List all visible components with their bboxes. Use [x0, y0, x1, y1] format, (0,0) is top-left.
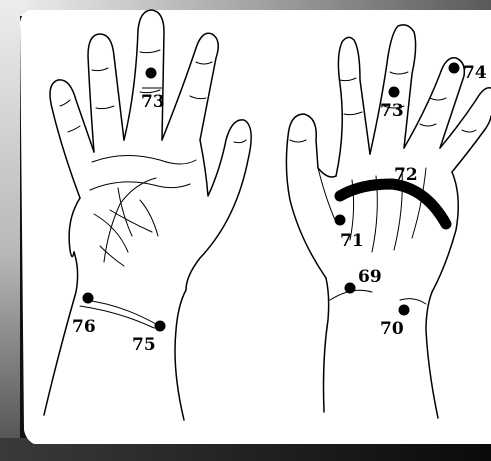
label-76: 76 [72, 317, 96, 337]
label-73-right: 73 [380, 101, 404, 121]
label-75: 75 [132, 335, 156, 355]
label-71: 71 [340, 231, 364, 251]
label-69: 69 [358, 267, 382, 287]
point-69-dot [345, 283, 356, 294]
point-74-dot [449, 63, 460, 74]
label-74: 74 [463, 63, 487, 83]
point-73-right-dot [389, 87, 400, 98]
point-71-dot [335, 215, 346, 226]
label-72: 72 [394, 165, 418, 185]
label-73-left: 73 [141, 92, 165, 112]
point-73-left-dot [146, 68, 157, 79]
point-76-dot [83, 293, 94, 304]
label-70: 70 [380, 319, 404, 339]
point-70-dot [399, 305, 410, 316]
point-75-dot [155, 321, 166, 332]
